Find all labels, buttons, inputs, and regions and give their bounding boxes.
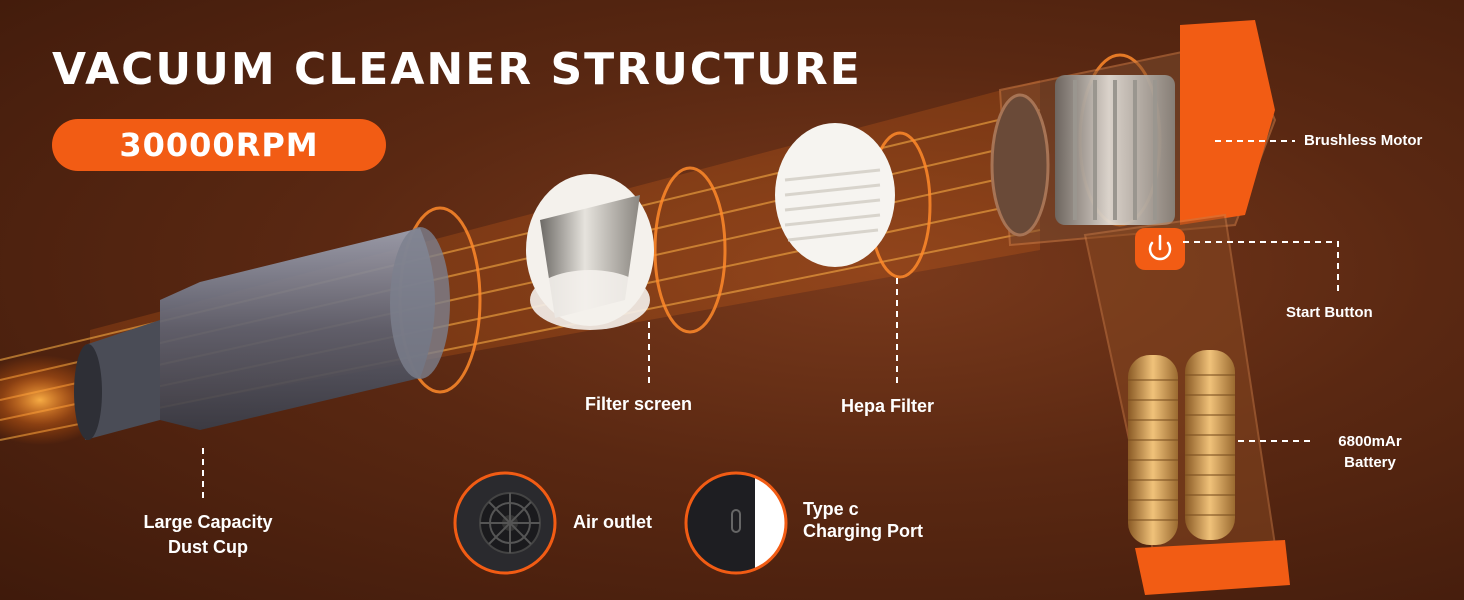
page-title: VACUUM CLEANER STRUCTURE <box>52 44 862 95</box>
type-c-label-line1: Type c <box>803 499 859 519</box>
charging-port-thumbnail <box>684 471 788 575</box>
air-outlet-label: Air outlet <box>573 512 652 532</box>
air-outlet-thumbnail <box>453 471 557 575</box>
hepa-filter <box>775 123 895 267</box>
rpm-badge: 30000RPM <box>52 119 386 171</box>
vacuum-body <box>990 20 1290 595</box>
leader-lines <box>202 140 1339 498</box>
type-c-label-line2: Charging Port <box>803 521 923 541</box>
battery-label-line2: Battery <box>1344 454 1396 471</box>
start-button-label: Start Button <box>1286 304 1373 321</box>
hepa-filter-label: Hepa Filter <box>841 396 935 416</box>
battery-label-line1: 6800mAr <box>1338 433 1402 450</box>
dust-cup-label-line2: Dust Cup <box>168 537 248 557</box>
air-outlet-grille-icon <box>479 492 541 554</box>
start-button-illustration <box>1135 228 1185 270</box>
power-icon <box>1148 234 1172 261</box>
filter-screen-label: Filter screen <box>585 394 693 414</box>
usb-c-port-icon <box>731 509 741 533</box>
dust-cup-label-line1: Large Capacity <box>143 512 273 532</box>
dust-cup <box>74 227 450 440</box>
filter-screen <box>526 174 654 330</box>
brushless-motor-label: Brushless Motor <box>1304 132 1423 149</box>
